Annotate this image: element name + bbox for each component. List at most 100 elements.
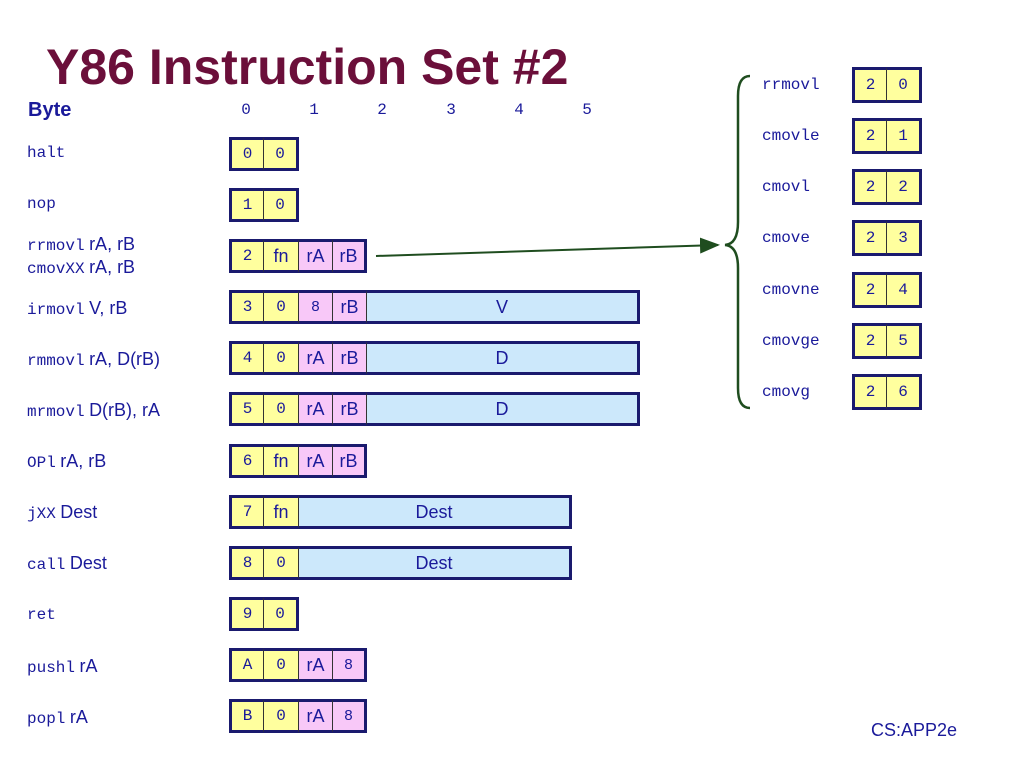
cmov-rrmovl: rrmovl <box>762 76 820 94</box>
cmov-cmovle: cmovle <box>762 127 820 145</box>
register-cell: rA <box>299 699 333 733</box>
slide-title: Y86 Instruction Set #2 <box>46 39 569 95</box>
byte-cell: 2 <box>852 374 887 410</box>
instr-popl: popl rA <box>27 707 88 728</box>
footer-label: CS:APP2e <box>871 720 958 740</box>
encoding-rmmovl: 4 0 rA rB D <box>229 341 640 375</box>
dest-field: Dest <box>299 546 572 580</box>
byte-cell: 2 <box>887 169 922 205</box>
mnemonic: jXX <box>27 505 56 523</box>
byte-cell: 0 <box>264 546 299 580</box>
byte-column-3: 3 <box>446 101 456 119</box>
byte-cell: 0 <box>264 392 299 426</box>
cmov-cmovge: cmovge <box>762 332 820 350</box>
encoding-call: 8 0 Dest <box>229 546 572 580</box>
mnemonic: popl <box>27 710 66 728</box>
byte-cell: 6 <box>887 374 922 410</box>
byte-cell: 5 <box>229 392 264 426</box>
instr-rrmovl: rrmovl rA, rB <box>27 234 135 255</box>
operands: rA <box>79 656 98 676</box>
byte-cell: 2 <box>852 169 887 205</box>
byte-cell: 0 <box>264 341 299 375</box>
byte-cell: 2 <box>229 239 264 273</box>
byte-cell: 0 <box>264 188 299 222</box>
byte-column-5: 5 <box>582 101 592 119</box>
operands: rA <box>69 707 88 727</box>
instr-irmovl: irmovl V, rB <box>27 298 127 319</box>
encoding-opl: 6 fn rA rB <box>229 444 367 478</box>
encoding-mrmovl: 5 0 rA rB D <box>229 392 640 426</box>
encoding-popl: B 0 rA 8 <box>229 699 367 733</box>
cmov-cmovne: cmovne <box>762 281 820 299</box>
byte-cell: 0 <box>887 67 922 103</box>
byte-cell: A <box>229 648 264 682</box>
register-cell: rB <box>333 290 367 324</box>
byte-cell: 8 <box>229 546 264 580</box>
register-cell: rB <box>333 392 367 426</box>
instr-rmmovl: rmmovl rA, D(rB) <box>27 349 160 370</box>
byte-cell: 2 <box>852 220 887 256</box>
encoding-nop: 1 0 <box>229 188 299 222</box>
operands: D(rB), rA <box>89 400 161 420</box>
byte-column-2: 2 <box>377 101 387 119</box>
mnemonic: halt <box>27 144 66 162</box>
cmov-code-cmovg: 2 6 <box>852 374 922 410</box>
byte-cell: 0 <box>229 137 264 171</box>
byte-cell: 2 <box>852 272 887 308</box>
register-cell: rA <box>299 341 333 375</box>
byte-cell: 6 <box>229 444 264 478</box>
byte-cell: 2 <box>852 323 887 359</box>
byte-cell: 1 <box>229 188 264 222</box>
byte-cell: 4 <box>887 272 922 308</box>
byte-cell: 3 <box>887 220 922 256</box>
arrow-line <box>375 237 720 257</box>
byte-cell: 0 <box>264 137 299 171</box>
mnemonic: nop <box>27 195 56 213</box>
mnemonic: OPl <box>27 454 56 472</box>
instr-call: call Dest <box>27 553 107 574</box>
byte-column-1: 1 <box>309 101 319 119</box>
encoding-pushl: A 0 rA 8 <box>229 648 367 682</box>
byte-cell: 2 <box>852 67 887 103</box>
register-cell: rA <box>299 648 333 682</box>
instr-mrmovl: mrmovl D(rB), rA <box>27 400 160 421</box>
encoding-ret: 9 0 <box>229 597 299 631</box>
byte-column-0: 0 <box>241 101 251 119</box>
mnemonic: call <box>27 556 66 574</box>
instr-opl: OPl rA, rB <box>27 451 106 472</box>
instr-cmovxx: cmovXX rA, rB <box>27 257 135 278</box>
cmov-code-cmovl: 2 2 <box>852 169 922 205</box>
mnemonic: mrmovl <box>27 403 85 421</box>
operands: V, rB <box>89 298 128 318</box>
cmov-cmove: cmove <box>762 229 811 247</box>
register-cell: rB <box>333 239 367 273</box>
instr-pushl: pushl rA <box>27 656 97 677</box>
byte-cell: 4 <box>229 341 264 375</box>
encoding-jxx: 7 fn Dest <box>229 495 572 529</box>
byte-cell: 2 <box>852 118 887 154</box>
cmov-cmovg: cmovg <box>762 383 811 401</box>
register-cell: 8 <box>333 699 367 733</box>
operands: rA, rB <box>89 257 136 277</box>
register-cell: 8 <box>333 648 367 682</box>
byte-cell: 3 <box>229 290 264 324</box>
fn-cell: fn <box>264 495 299 529</box>
mnemonic: rrmovl <box>27 237 85 255</box>
dest-field: Dest <box>299 495 572 529</box>
operands: Dest <box>60 502 98 522</box>
operands: rA, D(rB) <box>89 349 161 369</box>
register-cell: rA <box>299 444 333 478</box>
instr-halt: halt <box>27 144 65 162</box>
operands: Dest <box>69 553 107 573</box>
instr-nop: nop <box>27 195 56 213</box>
byte-cell: 0 <box>264 597 299 631</box>
cmov-code-cmove: 2 3 <box>852 220 922 256</box>
cmov-code-cmovle: 2 1 <box>852 118 922 154</box>
value-field: V <box>367 290 640 324</box>
byte-cell: 7 <box>229 495 264 529</box>
mnemonic: ret <box>27 606 56 624</box>
byte-column-4: 4 <box>514 101 524 119</box>
operands: rA, rB <box>89 234 136 254</box>
register-cell: rA <box>299 239 333 273</box>
curly-brace <box>724 74 751 410</box>
